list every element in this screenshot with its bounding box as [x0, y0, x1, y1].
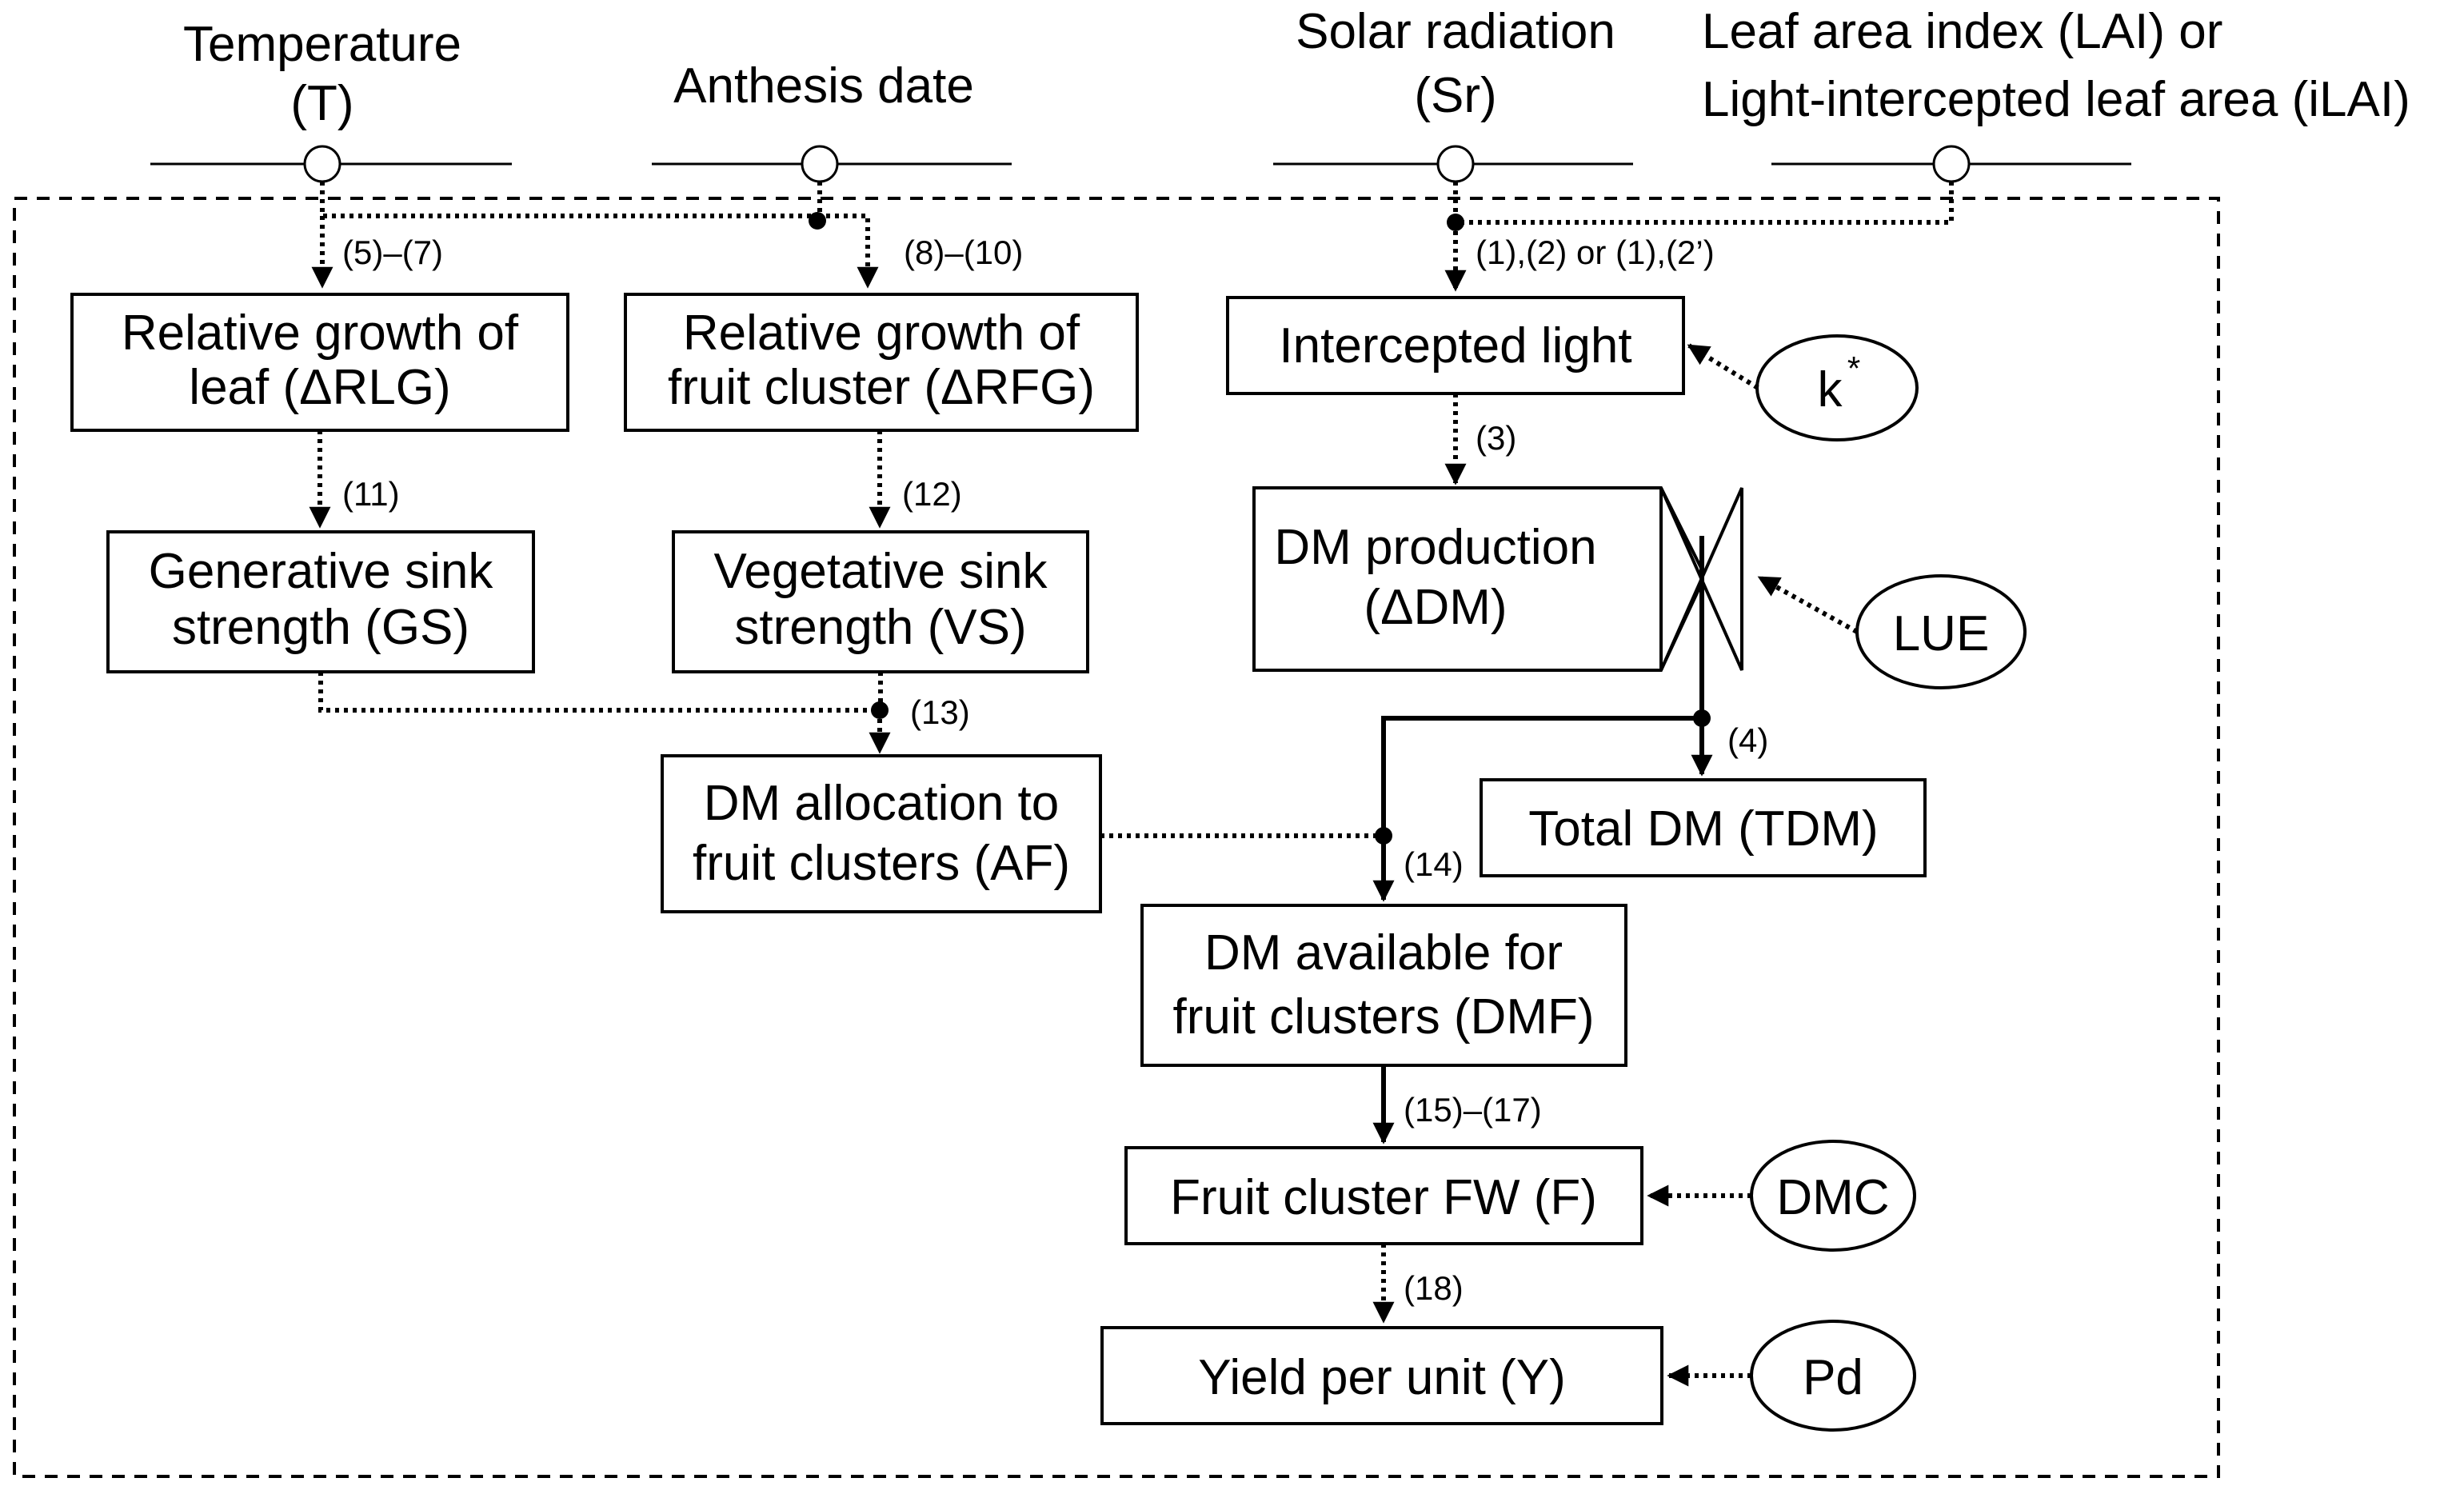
- input-ilai-label: Light-intercepted leaf area (iLAI): [1702, 72, 2410, 127]
- dm-flow-to-dmf: [1381, 670, 1704, 840]
- input-lai-label: Leaf area index (LAI) or: [1702, 4, 2222, 59]
- eq-5-7: (5)–(7): [342, 234, 443, 271]
- param-pd-label: Pd: [1803, 1350, 1863, 1405]
- gs-to-allocation-link: [318, 672, 877, 713]
- box-dm-allocation-line2: fruit clusters (AF): [693, 836, 1070, 891]
- box-gs: [106, 530, 535, 673]
- junction-dot: [809, 212, 826, 230]
- arrow-k-to-light: [1687, 343, 1759, 390]
- box-yield-label: Yield per unit (Y): [1198, 1350, 1565, 1405]
- junction-dot: [1693, 709, 1711, 727]
- box-rfg-line1: Relative growth of: [683, 306, 1080, 361]
- input-anthesis-label: Anthesis date: [673, 58, 974, 114]
- eq-1-2: (1),(2) or (1),(2’): [1476, 234, 1715, 271]
- input-temperature-label: Temperature: [183, 17, 461, 72]
- input-lai-symbol: [1771, 145, 2131, 183]
- junction-dot: [1375, 827, 1392, 845]
- box-vs-line2: strength (VS): [734, 600, 1026, 655]
- temperature-link: [320, 182, 817, 218]
- input-temperature-symbol: [150, 145, 512, 183]
- input-solar-symbol: [1273, 145, 1633, 183]
- box-yield: [1100, 1326, 1663, 1425]
- box-rfg: [624, 293, 1139, 432]
- eq-14: (14): [1404, 845, 1464, 883]
- box-gs-line2: strength (GS): [172, 600, 469, 655]
- box-intercepted-light-label: Intercepted light: [1279, 318, 1631, 373]
- box-dm-production: [1252, 486, 1707, 672]
- system-boundary: [13, 197, 2220, 1478]
- arrow-lue-to-dm: [1757, 575, 1859, 634]
- box-rlg-line2: leaf (ΔRLG): [189, 360, 450, 415]
- box-vs-line1: Vegetative sink: [713, 544, 1048, 599]
- eq-15-17: (15)–(17): [1404, 1091, 1542, 1128]
- arrow-to-rfg: [817, 214, 879, 289]
- eq-18: (18): [1404, 1269, 1464, 1307]
- param-lue-label: LUE: [1893, 606, 1990, 661]
- input-temperature-symbol-label: (T): [290, 76, 353, 131]
- eq-12: (12): [902, 475, 962, 513]
- box-dm-production-line1: DM production: [1274, 520, 1596, 575]
- box-dmf: [1140, 904, 1627, 1067]
- param-dmc-label: DMC: [1776, 1170, 1889, 1225]
- input-anthesis-symbol: [652, 145, 1012, 183]
- input-solar-label: Solar radiation: [1296, 4, 1615, 59]
- box-fruit-fw-label: Fruit cluster FW (F): [1170, 1170, 1597, 1225]
- box-dm-production-line2: (ΔDM): [1364, 580, 1507, 635]
- box-gs-line1: Generative sink: [149, 544, 494, 599]
- box-rlg: [70, 293, 569, 432]
- box-total-dm-label: Total DM (TDM): [1528, 801, 1878, 857]
- eq-11: (11): [342, 475, 400, 513]
- junction-dot: [1447, 214, 1464, 231]
- input-solar-symbol-label: (Sr): [1414, 68, 1496, 123]
- box-rfg-line2: fruit cluster (ΔRFG): [668, 360, 1095, 415]
- eq-8-10: (8)–(10): [904, 234, 1023, 271]
- box-dmf-line1: DM available for: [1204, 925, 1563, 981]
- box-dm-allocation-line1: DM allocation to: [704, 776, 1060, 831]
- box-fruit-fw: [1124, 1146, 1643, 1245]
- eq-4: (4): [1727, 721, 1768, 759]
- param-k-label: k: [1818, 362, 1843, 417]
- eq-13: (13): [910, 693, 970, 731]
- eq-3: (3): [1476, 419, 1516, 457]
- box-dm-allocation: [661, 754, 1102, 913]
- box-dmf-line2: fruit clusters (DMF): [1173, 989, 1595, 1045]
- param-k-superscript: *: [1847, 350, 1860, 387]
- box-rlg-line1: Relative growth of: [122, 306, 519, 361]
- lai-link: [1460, 182, 1954, 225]
- box-total-dm: [1480, 778, 1927, 877]
